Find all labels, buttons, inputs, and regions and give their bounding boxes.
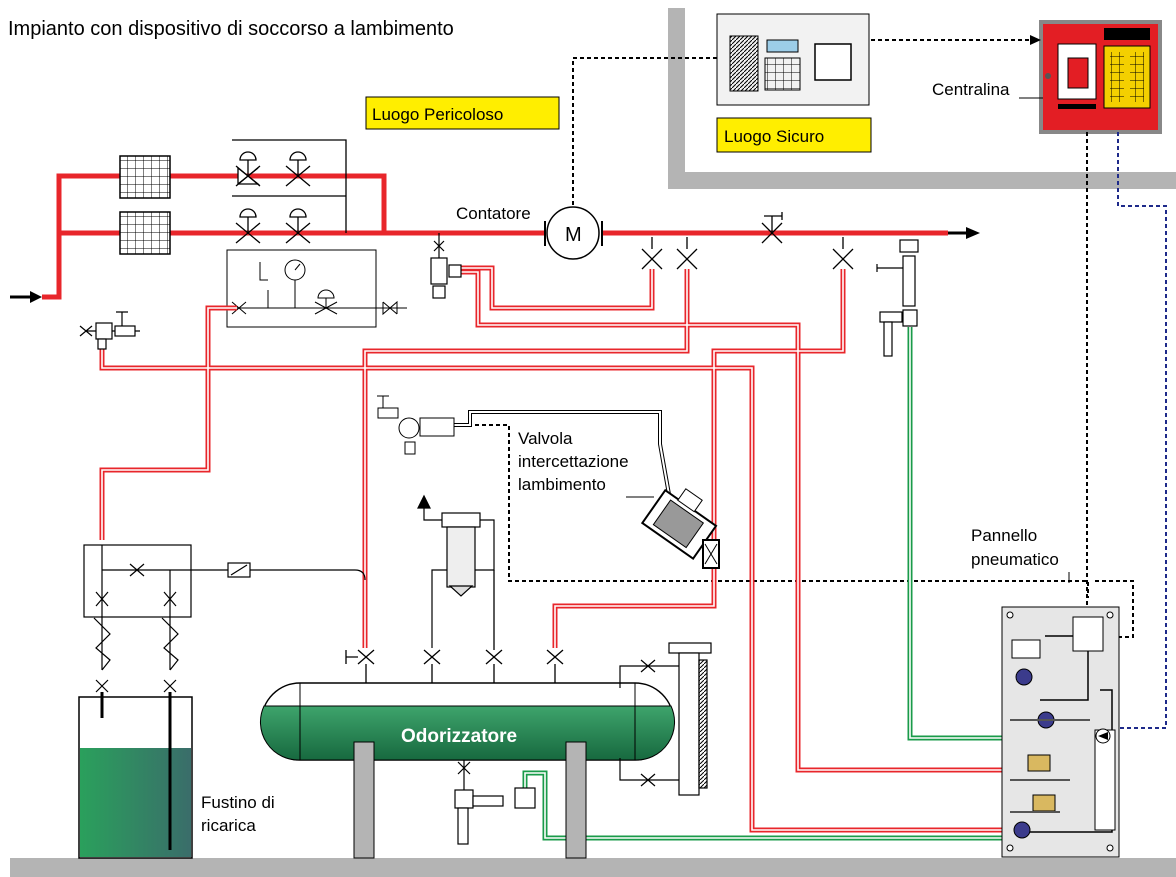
hazardous-zone-label: Luogo Pericoloso [365, 96, 560, 130]
outlet-arrow [948, 227, 980, 239]
odorizer-tank: Odorizzatore [260, 682, 675, 859]
controller-label: Centralina [932, 80, 1010, 99]
svg-text:M: M [565, 224, 582, 246]
gas-meter: M [544, 206, 603, 260]
line-valves [641, 212, 854, 270]
small-fittings [79, 233, 919, 357]
valve-label-line1: Valvola [518, 429, 573, 448]
valve-label-line3: lambimento [518, 475, 606, 494]
panel-label-line2: pneumatico [971, 550, 1059, 569]
odorizer-label: Odorizzatore [401, 726, 517, 747]
signal-lines [454, 39, 1167, 729]
meter-label: Contatore [456, 204, 531, 223]
drain-fitting [454, 760, 536, 845]
supervisory-terminal [716, 13, 870, 106]
controller-unit [1039, 20, 1162, 134]
instrument-panel [226, 249, 407, 328]
filter-upper [119, 155, 171, 199]
odorant-tubes [522, 327, 1010, 841]
level-gauge [619, 642, 712, 796]
svg-text:Luogo Pericoloso: Luogo Pericoloso [372, 105, 503, 124]
diagram-title: Impianto con dispositivo di soccorso a l… [8, 18, 454, 40]
floor [10, 858, 1176, 877]
tank-valves [345, 570, 564, 683]
safe-zone-wall [668, 8, 1176, 189]
filter-lower [119, 211, 171, 255]
drum-label-line2: ricarica [201, 816, 256, 835]
pneumatic-panel [1001, 606, 1120, 858]
inlet-arrow [10, 291, 42, 303]
valve-label-line2: intercettazione [518, 452, 629, 471]
transfer-manifold [83, 544, 366, 693]
drum-label-line1: Fustino di [201, 793, 275, 812]
regulator-valves [232, 139, 347, 244]
vent-filter [417, 494, 495, 648]
safe-zone-label: Luogo Sicuro [716, 117, 872, 153]
gas-main-line [42, 173, 948, 300]
panel-label-line1: Pannello [971, 526, 1037, 545]
svg-text:Luogo Sicuro: Luogo Sicuro [724, 127, 824, 146]
lambimento-valve-assembly [377, 395, 720, 569]
refill-drum [78, 692, 193, 859]
impulse-tubes [99, 265, 1010, 833]
